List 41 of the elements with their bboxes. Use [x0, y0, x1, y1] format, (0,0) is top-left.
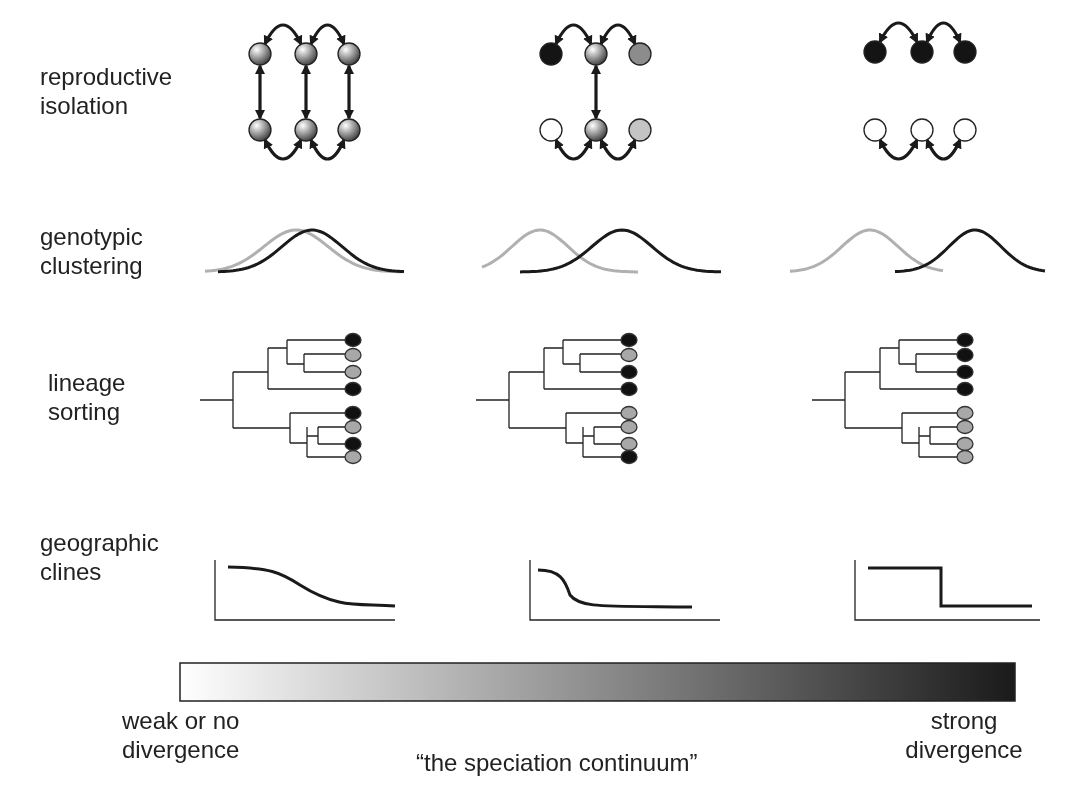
axis-end-label: strong divergence [904, 706, 1024, 764]
double-arrow [599, 138, 637, 161]
population-circle [294, 118, 318, 142]
population-circle [863, 118, 887, 142]
double-arrow [878, 138, 919, 161]
population-circle [337, 118, 361, 142]
double-arrow [309, 138, 346, 161]
double-arrow [599, 23, 637, 46]
population-circle [248, 42, 272, 66]
axis-end-label: weak or no divergence [122, 706, 241, 764]
double-arrow [554, 138, 593, 161]
double-arrow [925, 138, 962, 161]
double-arrow [878, 21, 919, 44]
population-circle [863, 40, 887, 64]
population-circle [953, 118, 977, 142]
population-circle [628, 42, 652, 66]
double-arrow [554, 23, 593, 46]
population-circle [337, 42, 361, 66]
population-circle [539, 42, 563, 66]
double-arrow [925, 21, 962, 44]
double-arrow [263, 138, 303, 161]
row-label: genotypic clustering [40, 222, 144, 280]
double-arrow [301, 64, 311, 120]
axis-title: “the speciation continuum” [416, 748, 698, 777]
population-circle [248, 118, 272, 142]
population-circle [910, 118, 934, 142]
row-label: geographic clines [40, 528, 160, 586]
population-circle [584, 42, 608, 66]
row-label: lineage sorting [48, 368, 127, 426]
double-arrow [309, 23, 346, 46]
population-circle [953, 40, 977, 64]
population-circle [294, 42, 318, 66]
double-arrow [591, 64, 601, 120]
double-arrow [255, 64, 265, 120]
population-circle [628, 118, 652, 142]
population-circle [584, 118, 608, 142]
double-arrow [344, 64, 354, 120]
row-label: reproductive isolation [40, 62, 174, 120]
population-circle [539, 118, 563, 142]
double-arrow [263, 23, 303, 46]
population-circle [910, 40, 934, 64]
